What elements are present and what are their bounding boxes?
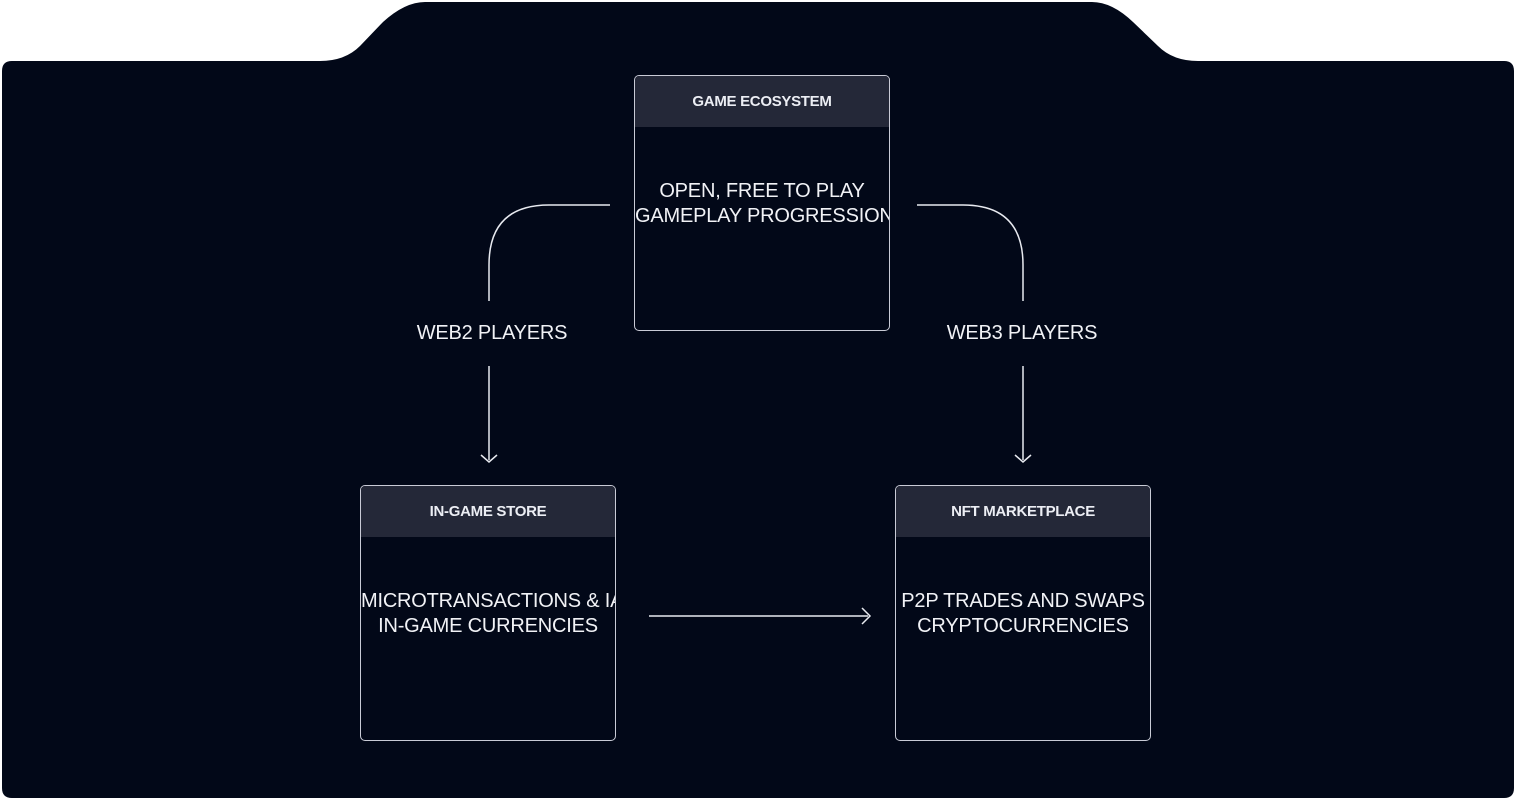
connector-web2-upper [488,204,610,301]
arrowhead-down-right [1014,454,1032,463]
node-description-line: GAMEPLAY PROGRESSION [635,205,890,227]
node-nft-marketplace: NFT MARKETPLACE P2P TRADES AND SWAPS CRY… [895,485,1151,741]
node-title: IN-GAME STORE [361,486,615,537]
connector-web3-upper [917,204,1024,301]
node-title: GAME ECOSYSTEM [635,76,889,127]
node-game-ecosystem: GAME ECOSYSTEM OPEN, FREE TO PLAY GAMEPL… [634,75,890,331]
edge-label-web3-players: WEB3 PLAYERS [946,322,1098,344]
arrowhead-down-left [480,454,498,463]
node-description: P2P TRADES AND SWAPS CRYPTOCURRENCIES [896,537,1150,639]
node-title: NFT MARKETPLACE [896,486,1150,537]
node-description-line: CRYPTOCURRENCIES [917,615,1129,637]
edge-label-web2-players: WEB2 PLAYERS [416,322,568,344]
node-description-line: P2P TRADES AND SWAPS [901,590,1145,612]
node-description-line: OPEN, FREE TO PLAY [659,180,865,202]
node-description: OPEN, FREE TO PLAY GAMEPLAY PROGRESSION [635,127,889,229]
node-description: MICROTRANSACTIONS & IAP IN-GAME CURRENCI… [361,537,615,639]
arrowhead-right [861,607,872,625]
node-description-line: IN-GAME CURRENCIES [378,615,598,637]
node-description-line: MICROTRANSACTIONS & IAP [361,590,616,612]
node-in-game-store: IN-GAME STORE MICROTRANSACTIONS & IAP IN… [360,485,616,741]
